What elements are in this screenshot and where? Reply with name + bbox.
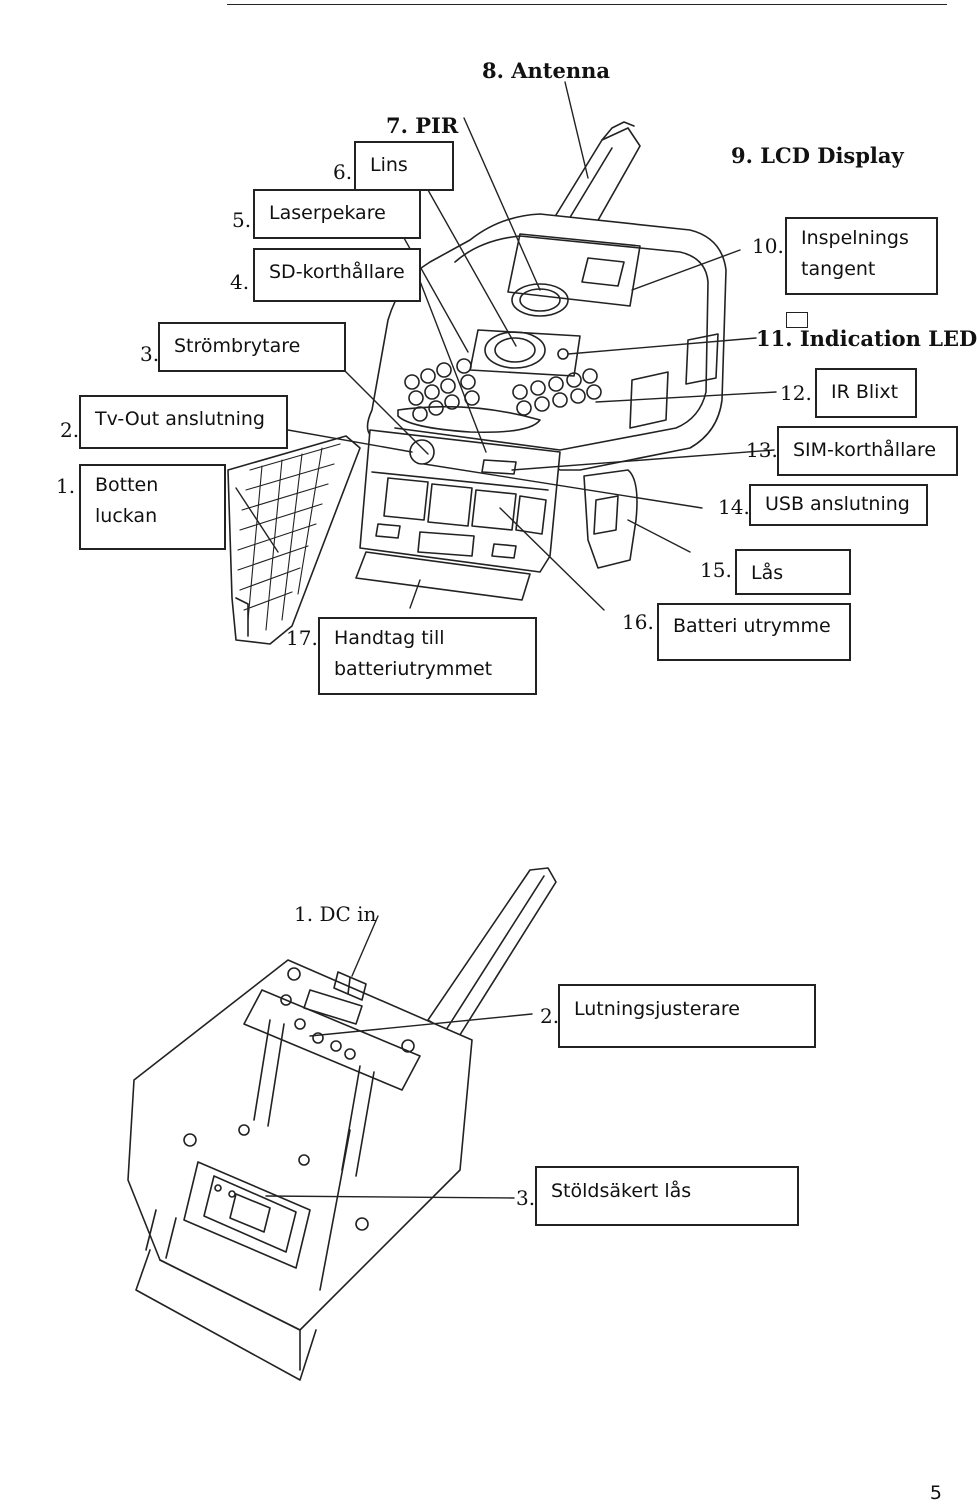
callout-indication-led: 11. Indication LED [756, 326, 977, 351]
label-inspelnings-line1: Inspelnings [801, 227, 909, 249]
number-4: 4. [230, 270, 250, 294]
label-laserpekare: Laserpekare [253, 189, 421, 239]
label-sim-korthallare: SIM-korthållare [777, 426, 958, 476]
label-handtag-batteriutrymmet: Handtag till batteriutrymmet [318, 617, 537, 695]
number-6: 6. [333, 160, 353, 184]
number-15: 15. [700, 558, 732, 582]
label-batteri-utrymme: Batteri utrymme [657, 603, 851, 661]
led-marker-square [786, 312, 808, 328]
number-13: 13. [746, 438, 778, 462]
label-sd-korthallare: SD-korthållare [253, 248, 421, 302]
number-3-back: 3. [516, 1186, 536, 1210]
number-2-back: 2. [540, 1004, 560, 1028]
callout-antenna: 8. Antenna [482, 58, 610, 83]
number-3: 3. [140, 342, 160, 366]
label-usb-anslutning: USB anslutning [749, 484, 928, 526]
header-rule [227, 4, 947, 5]
number-12: 12. [780, 381, 812, 405]
number-14: 14. [718, 495, 750, 519]
number-17: 17. [286, 626, 318, 650]
label-tv-out-anslutning: Tv-Out anslutning [79, 395, 288, 449]
label-inspelnings-tangent: Inspelnings tangent [785, 217, 938, 295]
label-ir-blixt: IR Blixt [815, 368, 917, 418]
number-1: 1. [56, 474, 76, 498]
callout-pir: 7. PIR [386, 113, 459, 138]
page-number: 5 [929, 1482, 942, 1504]
label-lins: Lins [354, 141, 454, 191]
camera-back-drawing [127, 867, 557, 1381]
label-botten-line2: luckan [95, 505, 158, 527]
number-10: 10. [752, 234, 784, 258]
callout-dc-in: 1. DC in [294, 902, 377, 926]
camera-front-drawing [227, 121, 727, 645]
number-2: 2. [60, 418, 80, 442]
label-botten-line1: Botten [95, 474, 159, 496]
callout-lcd-display: 9. LCD Display [731, 143, 904, 168]
label-handtag-line1: Handtag till [334, 627, 445, 649]
label-strombrytare: Strömbrytare [158, 322, 346, 372]
number-5: 5. [232, 208, 252, 232]
number-16: 16. [622, 610, 654, 634]
label-handtag-line2: batteriutrymmet [334, 658, 493, 680]
label-las: Lås [735, 549, 851, 595]
label-inspelnings-line2: tangent [801, 258, 876, 280]
label-botten-luckan: Botten luckan [79, 464, 226, 550]
label-lutningsjusterare: Lutningsjusterare [558, 984, 816, 1048]
label-stoldsakert-las: Stöldsäkert lås [535, 1166, 799, 1226]
